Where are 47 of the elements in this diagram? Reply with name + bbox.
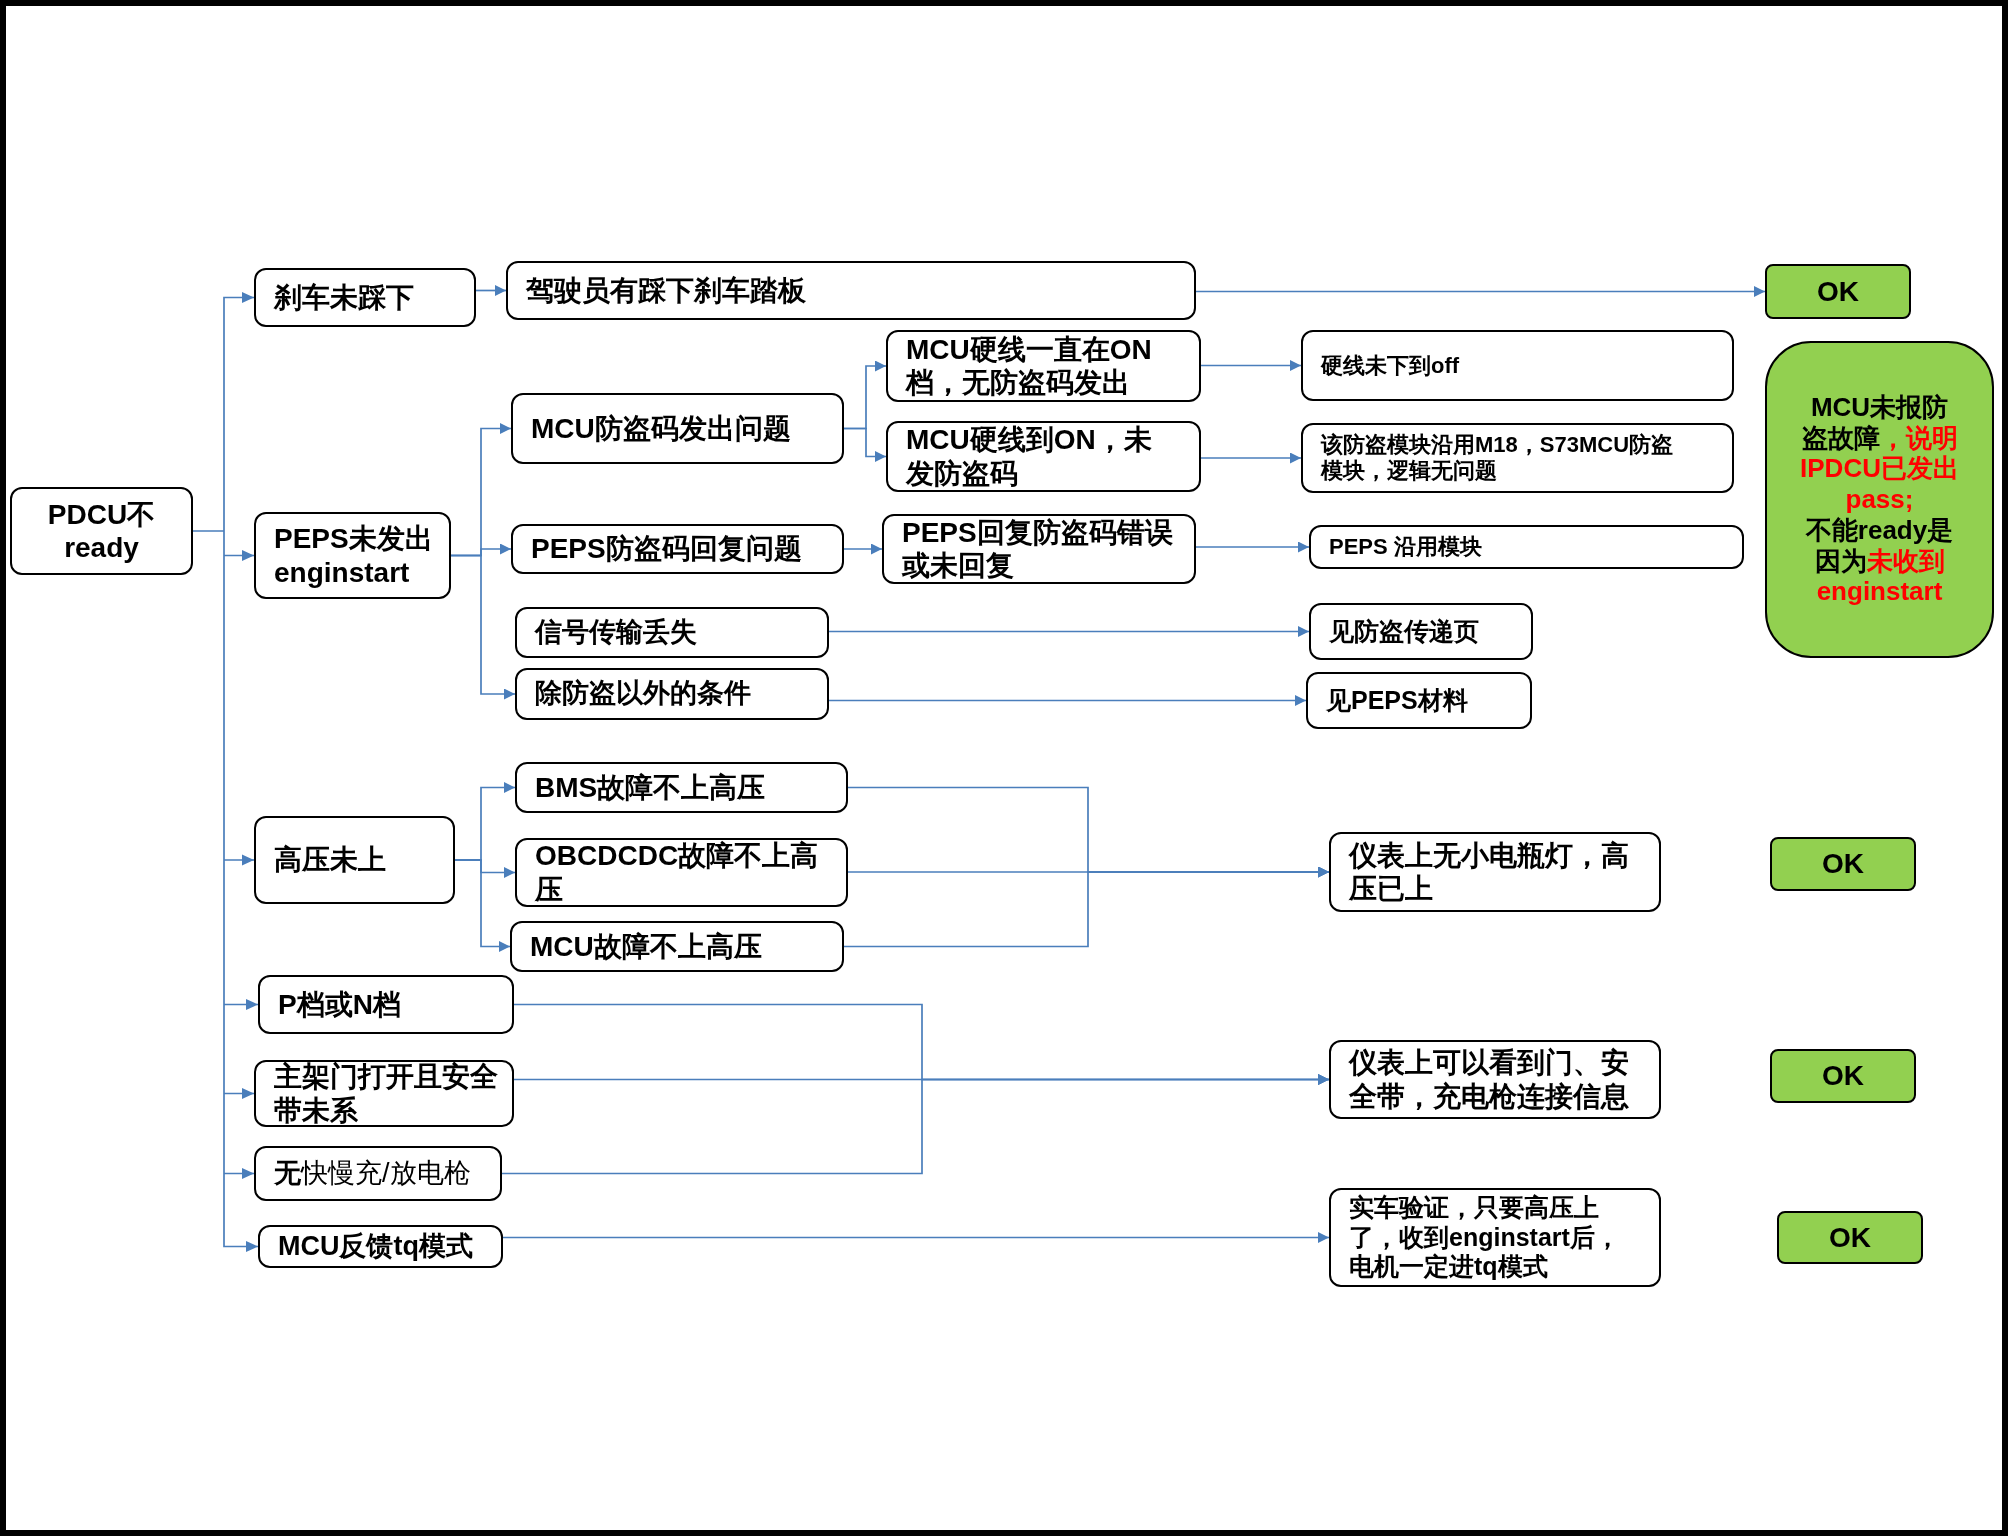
arrow [843, 427, 887, 462]
process-box: MCU硬线一直在ON档，无防盗码发出 [886, 330, 1201, 402]
process-box: 见防盗传递页 [1309, 603, 1533, 660]
status-box: OK [1770, 837, 1916, 891]
arrow [450, 554, 516, 700]
process-box: 除防盗以外的条件 [515, 668, 829, 720]
process-box: PDCU不 ready [10, 487, 193, 575]
process-box: 高压未上 [254, 816, 455, 904]
arrow [475, 285, 507, 296]
process-box: P档或N档 [258, 975, 514, 1034]
arrow [502, 1232, 1330, 1243]
arrow [501, 1074, 1330, 1175]
arrow [1200, 360, 1302, 371]
process-box: PEPS未发出 enginstart [254, 512, 451, 599]
note-box: MCU未报防盗故障，说明IPDCU已发出pass; 不能ready是因为未收到enginstart [1765, 341, 1994, 658]
process-box: 仪表上可以看到门、安全带，充电枪连接信息 [1329, 1040, 1661, 1119]
process-box: 该防盗模块沿用M18，S73MCU防盗模块，逻辑无问题 [1301, 423, 1734, 493]
status-box: OK [1777, 1211, 1923, 1264]
arrow [1195, 286, 1766, 297]
process-box: MCU故障不上高压 [510, 921, 844, 972]
arrow [828, 695, 1307, 706]
process-box: 硬线未下到off [1301, 330, 1734, 401]
process-box: 实车验证，只要高压上了，收到enginstart后，电机一定进tq模式 [1329, 1188, 1661, 1287]
process-box: OBCDCDC故障不上高压 [515, 838, 848, 907]
status-box: OK [1765, 264, 1911, 319]
process-box: MCU硬线到ON，未发防盗码 [886, 421, 1201, 492]
process-box: PEPS防盗码回复问题 [511, 524, 844, 574]
arrow [454, 859, 511, 952]
process-box: MCU防盗码发出问题 [511, 393, 844, 464]
arrow [1200, 452, 1302, 464]
process-box: 刹车未踩下 [254, 268, 476, 327]
arrow [843, 543, 883, 555]
process-box: PEPS回复防盗码错误或未回复 [882, 514, 1196, 584]
process-box: MCU反馈tq模式 [258, 1225, 503, 1268]
process-box: 无快慢充/放电枪 [254, 1146, 502, 1201]
status-box: OK [1770, 1049, 1916, 1103]
arrow [192, 292, 259, 1252]
process-box: 见PEPS材料 [1306, 672, 1532, 729]
arrow [843, 866, 1330, 948]
arrow [1195, 541, 1310, 553]
process-box: 信号传输丢失 [515, 607, 829, 658]
arrow [828, 626, 1310, 637]
process-box: PEPS 沿用模块 [1309, 525, 1744, 569]
process-box: 主架门打开且安全带未系 [254, 1060, 514, 1127]
process-box: BMS故障不上高压 [515, 762, 848, 813]
process-box: 驾驶员有踩下刹车踏板 [506, 261, 1196, 320]
process-box: 仪表上无小电瓶灯，高压已上 [1329, 832, 1661, 912]
